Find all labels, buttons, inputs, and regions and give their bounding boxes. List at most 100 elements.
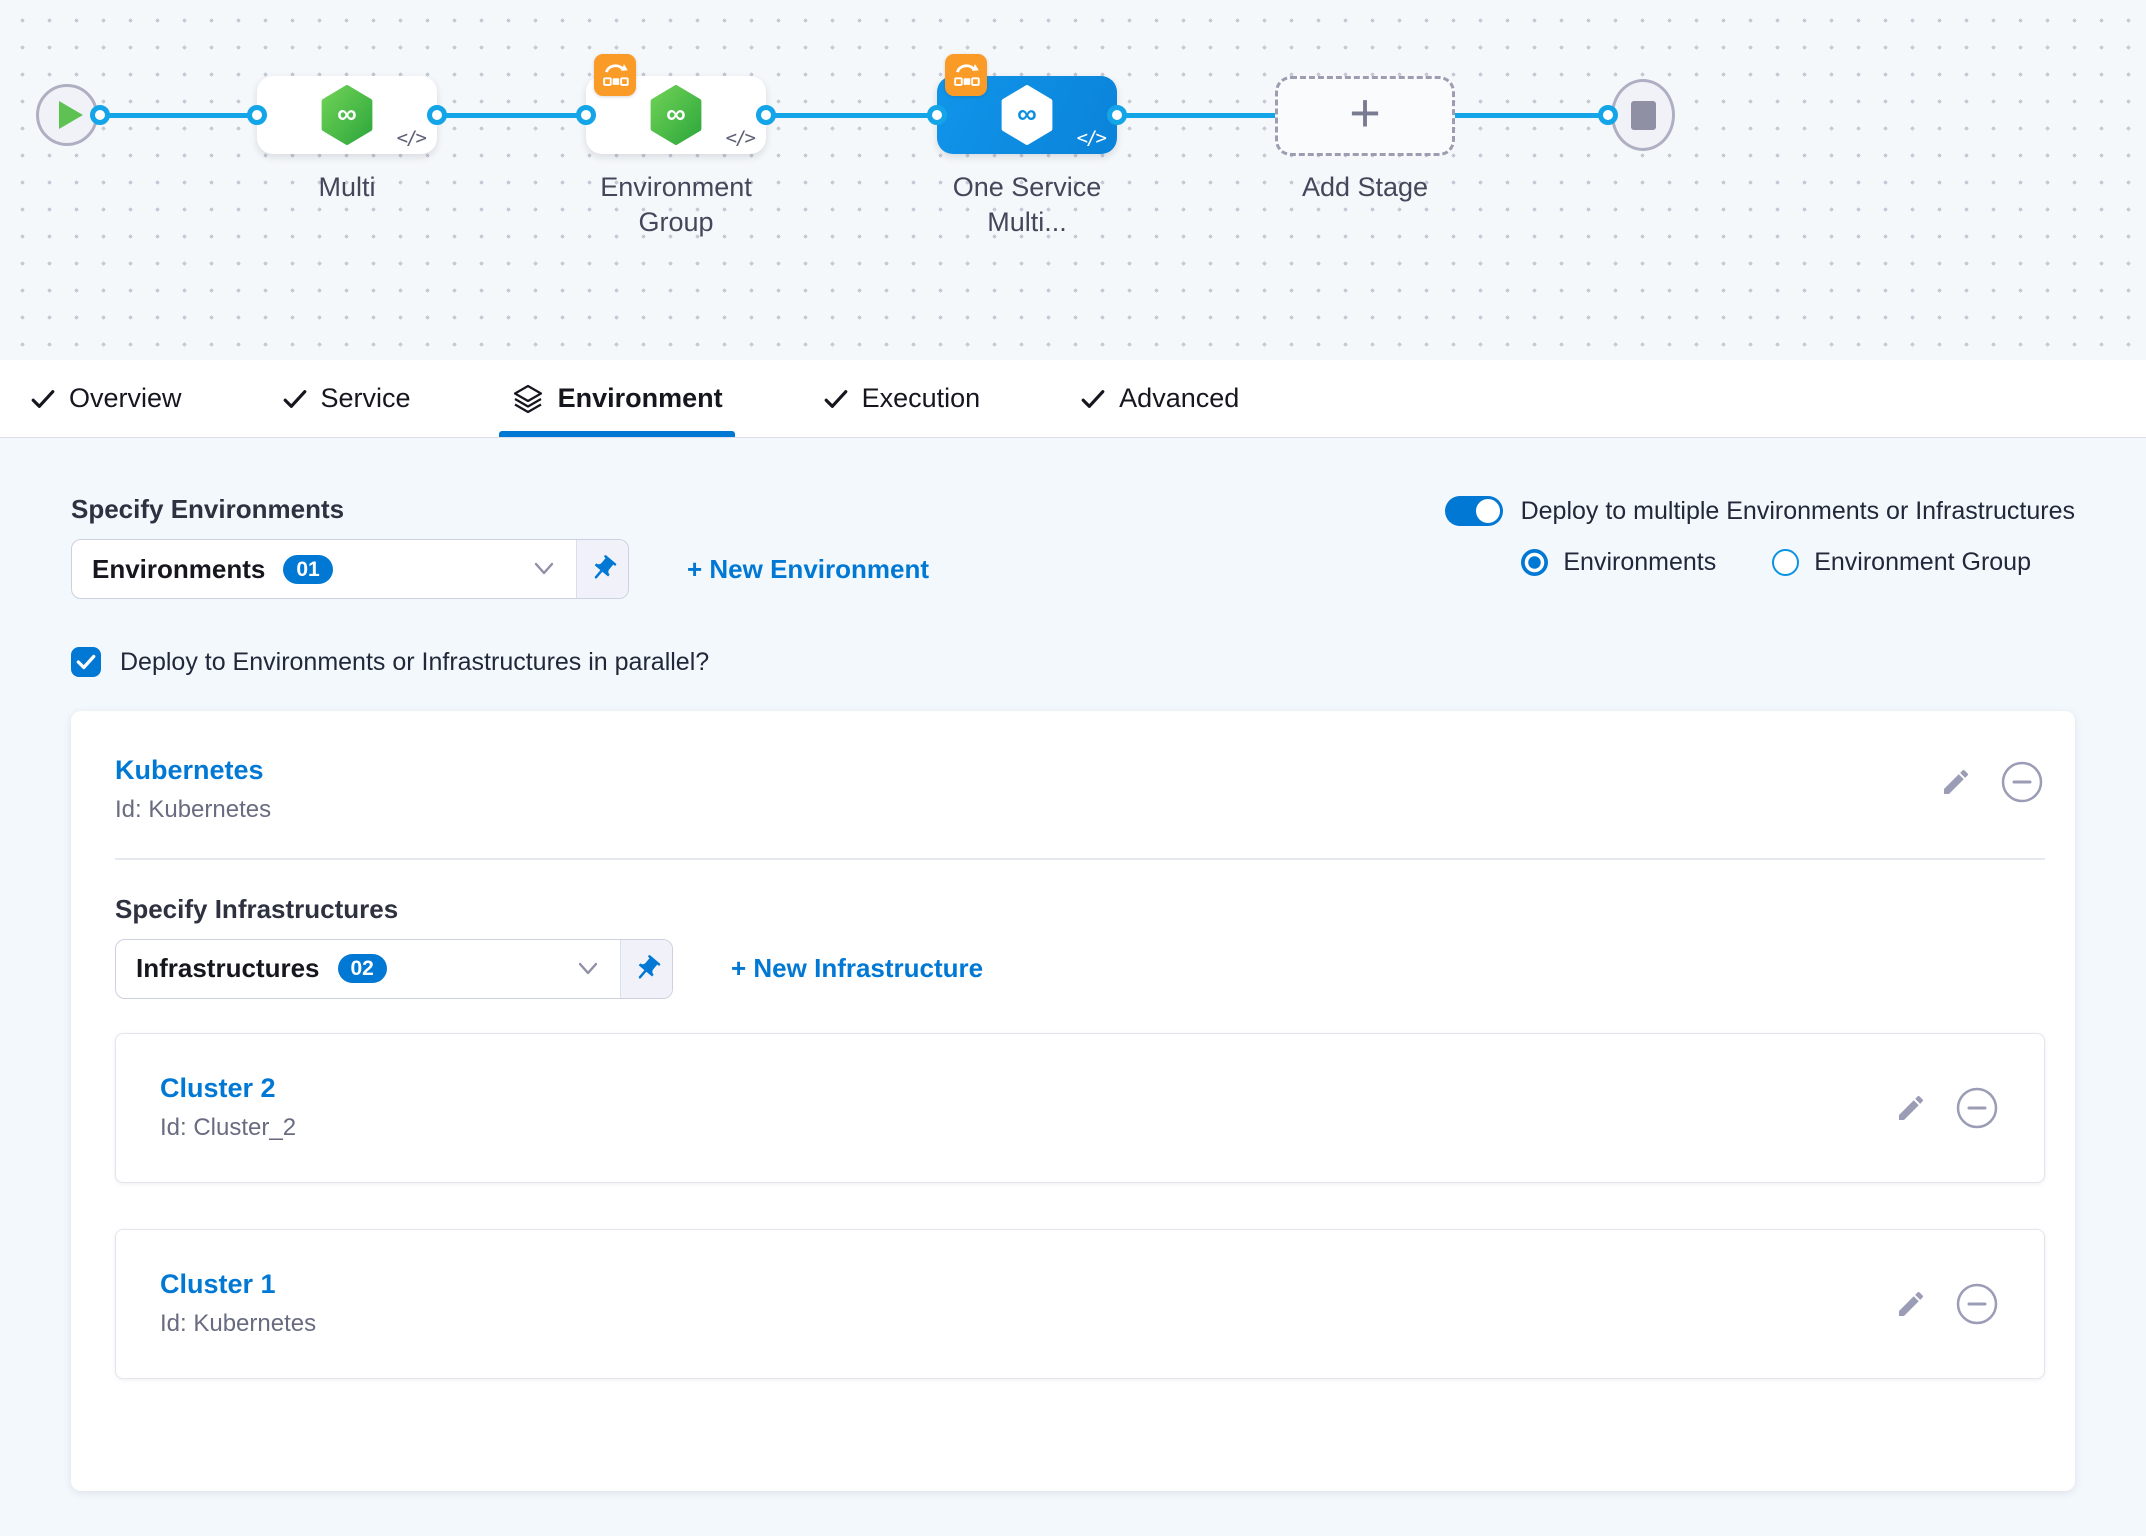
infrastructure-id: Id: Cluster_2 <box>160 1114 297 1141</box>
stage-tabbar: Overview Service Environment Execution A… <box>0 360 2146 438</box>
remove-environment-button[interactable] <box>1999 759 2045 805</box>
connector-port <box>1598 105 1618 125</box>
pencil-icon <box>1944 769 1969 794</box>
stage-node-one-service-multi[interactable]: ∞ </> <box>937 54 1117 154</box>
pipeline-canvas[interactable]: ∞ </> ∞ </> <box>0 0 2146 360</box>
rolling-deploy-badge-icon <box>945 54 987 96</box>
connector-port <box>1107 105 1127 125</box>
radio-environment-group-label: Environment Group <box>1814 548 2031 576</box>
environment-id: Id: Kubernetes <box>115 796 272 823</box>
infrastructures-dropdown-value[interactable]: Infrastructures 02 <box>116 940 620 998</box>
svg-text:∞: ∞ <box>1017 98 1037 129</box>
check-icon <box>824 389 847 408</box>
deploy-multiple-toggle-label: Deploy to multiple Environments or Infra… <box>1520 496 2075 525</box>
minus-circle-icon <box>1956 1087 1998 1128</box>
stage-label: Multi <box>318 172 376 202</box>
tab-label: Service <box>320 383 411 413</box>
svg-text:∞: ∞ <box>666 98 686 129</box>
radio-environments-label: Environments <box>1563 548 1717 576</box>
dropdown-label: Environments <box>92 553 266 584</box>
harness-service-icon: ∞ <box>1001 85 1053 145</box>
tab-environment[interactable]: Environment <box>498 360 735 437</box>
plus-icon: + <box>1349 83 1381 143</box>
new-infrastructure-link[interactable]: + New Infrastructure <box>731 953 984 983</box>
environment-layers-icon <box>513 384 542 413</box>
connector-port <box>576 105 596 125</box>
toggle-knob <box>1475 499 1500 523</box>
infrastructure-card: Cluster 2 Id: Cluster_2 <box>115 1032 2045 1183</box>
connector-port <box>427 105 447 125</box>
remove-infrastructure-button[interactable] <box>1954 1281 2000 1327</box>
connector-port <box>756 105 776 125</box>
infrastructure-info: Cluster 1 Id: Kubernetes <box>160 1269 316 1338</box>
parallel-checkbox[interactable] <box>71 647 101 677</box>
edit-infrastructure-button[interactable] <box>1888 1281 1934 1327</box>
stage-label: Environment Group <box>600 172 752 237</box>
check-icon <box>31 389 55 408</box>
infrastructure-name-link[interactable]: Cluster 1 <box>160 1269 276 1299</box>
radio-selected-icon[interactable] <box>1521 549 1549 576</box>
connector-port <box>927 105 947 125</box>
tab-label: Execution <box>861 383 981 413</box>
stage-node-environment-group[interactable]: ∞ </> <box>586 54 766 154</box>
radio-unselected-icon[interactable] <box>1772 549 1800 576</box>
edit-infrastructure-button[interactable] <box>1888 1085 1934 1131</box>
pencil-icon <box>1899 1291 1924 1316</box>
environment-info: Kubernetes Id: Kubernetes <box>115 755 271 824</box>
tab-label: Advanced <box>1119 383 1240 413</box>
dropdown-label: Infrastructures <box>136 953 320 983</box>
stage-label: Add Stage <box>1301 172 1429 202</box>
pin-button[interactable] <box>620 939 672 998</box>
check-icon <box>283 389 306 408</box>
rolling-deploy-badge-icon <box>594 54 636 96</box>
connector-port <box>247 105 267 125</box>
svg-text:∞: ∞ <box>337 98 357 129</box>
code-glyph: </> <box>725 127 756 149</box>
edit-environment-button[interactable] <box>1933 759 1979 805</box>
count-badge: 01 <box>283 554 333 584</box>
specify-infrastructures-label: Specify Infrastructures <box>115 893 399 924</box>
tab-service[interactable]: Service <box>282 360 411 437</box>
pushpin-icon <box>594 555 616 579</box>
tab-advanced[interactable]: Advanced <box>1080 360 1239 437</box>
environments-dropdown[interactable]: Environments 01 <box>71 539 629 599</box>
tab-execution[interactable]: Execution <box>823 360 981 437</box>
minus-circle-icon <box>2001 761 2043 803</box>
divider <box>115 858 2045 860</box>
radio-environments[interactable]: Environments <box>1521 548 1716 577</box>
tab-label: Overview <box>69 383 182 413</box>
count-badge: 02 <box>337 954 387 983</box>
harness-service-icon: ∞ <box>321 85 373 145</box>
new-environment-link[interactable]: + New Environment <box>687 553 929 584</box>
deploy-multiple-toggle[interactable] <box>1444 496 1503 526</box>
parallel-checkbox-row: Deploy to Environments or Infrastructure… <box>71 647 2075 677</box>
remove-infrastructure-button[interactable] <box>1954 1085 2000 1131</box>
infrastructure-card: Cluster 1 Id: Kubernetes <box>115 1228 2045 1379</box>
connector-port <box>90 105 110 125</box>
minus-circle-icon <box>1956 1283 1998 1324</box>
stage-node-multi[interactable]: ∞ </> <box>257 76 437 154</box>
code-glyph: </> <box>1076 127 1107 149</box>
parallel-checkbox-label: Deploy to Environments or Infrastructure… <box>120 647 710 676</box>
multi-env-controls: Deploy to multiple Environments or Infra… <box>1444 496 2075 577</box>
pin-button[interactable] <box>576 540 628 598</box>
pushpin-icon <box>638 954 660 979</box>
environment-name-link[interactable]: Kubernetes <box>115 755 264 785</box>
add-stage-button[interactable]: + <box>1275 76 1455 156</box>
infrastructure-name-link[interactable]: Cluster 2 <box>160 1073 276 1103</box>
tab-overview[interactable]: Overview <box>30 360 182 437</box>
check-icon <box>76 654 96 670</box>
pipeline-end-node[interactable] <box>1611 79 1675 151</box>
environment-tab-content: Specify Environments Environments 01 <box>0 494 2146 1491</box>
check-icon <box>1081 389 1105 408</box>
chevron-down-icon[interactable] <box>532 561 556 577</box>
deploy-multiple-toggle-row: Deploy to multiple Environments or Infra… <box>1444 496 2075 526</box>
infrastructures-dropdown[interactable]: Infrastructures 02 <box>115 938 673 999</box>
environment-type-radio-group: Environments Environment Group <box>1521 548 2031 577</box>
stage-label: One Service Multi... <box>952 172 1102 237</box>
pipeline-start-node[interactable] <box>36 84 98 146</box>
environments-dropdown-value[interactable]: Environments 01 <box>72 540 576 598</box>
chevron-down-icon[interactable] <box>576 961 600 977</box>
radio-environment-group[interactable]: Environment Group <box>1772 548 2031 577</box>
specify-environments-label: Specify Environments <box>71 494 345 524</box>
